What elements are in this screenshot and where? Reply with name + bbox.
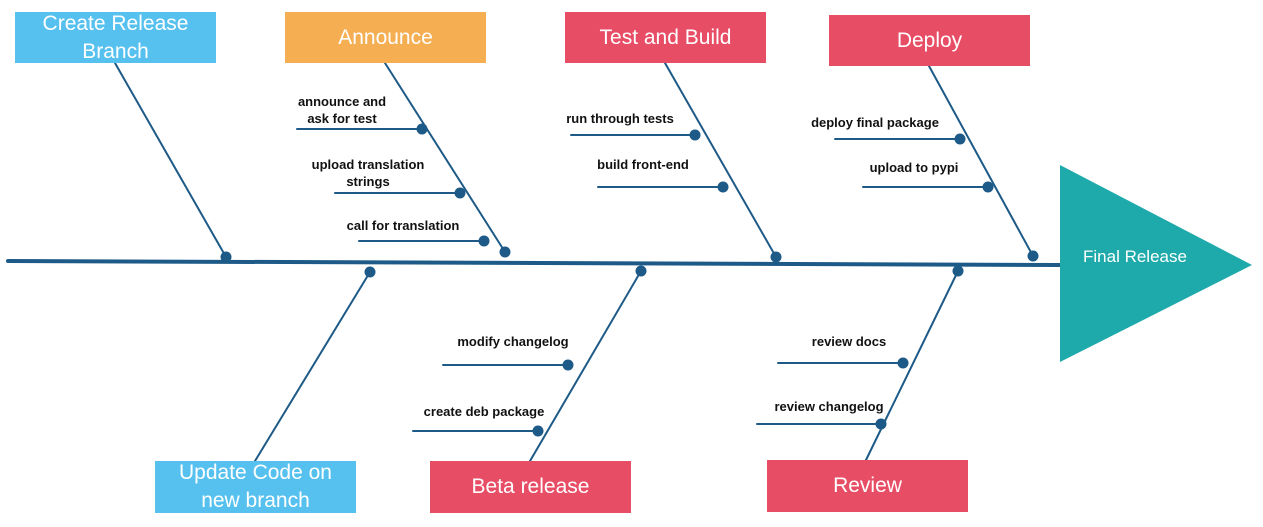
sub-dot-run-through-tests <box>689 129 701 141</box>
bone-dot-review <box>952 265 964 277</box>
bone-dot-beta-release <box>635 265 647 277</box>
bone-update-code <box>254 271 371 462</box>
cause-call-for-translation: call for translation <box>346 218 460 233</box>
cause-modify-changelog: modify changelog <box>457 334 569 349</box>
bone-review <box>865 270 959 461</box>
bone-dot-announce <box>499 246 511 258</box>
head-label: Final Release <box>1083 247 1187 266</box>
category-update-code: Update Code on new branch <box>155 461 356 513</box>
diagram-dots <box>220 123 1039 437</box>
cause-create-deb-package: create deb package <box>423 404 545 419</box>
category-announce: Announce <box>285 12 486 63</box>
sub-dot-upload-to-pypi <box>982 181 994 193</box>
sub-dot-announce-and-ask-for-test <box>416 123 428 135</box>
bone-test-and-build <box>664 62 777 258</box>
cause-announce-and-ask-for-test: announce and ask for test <box>297 94 387 126</box>
category-test-and-build: Test and Build <box>565 12 766 63</box>
sub-dot-review-changelog <box>875 418 887 430</box>
sub-dot-deploy-final-package <box>954 133 966 145</box>
bone-create-release-branch <box>114 62 227 258</box>
sub-dot-review-docs <box>897 357 909 369</box>
cause-deploy-final-package: deploy final package <box>811 115 939 130</box>
sub-dot-upload-translation-strings <box>454 187 466 199</box>
bone-beta-release <box>529 270 642 462</box>
cause-upload-to-pypi: upload to pypi <box>869 160 959 175</box>
bone-dot-deploy <box>1027 250 1039 262</box>
cause-review-docs: review docs <box>811 334 887 349</box>
cause-upload-translation-strings: upload translation strings <box>311 157 425 189</box>
bone-dot-create-release-branch <box>220 251 232 263</box>
spine-line <box>6 259 1062 267</box>
cause-run-through-tests: run through tests <box>566 111 674 126</box>
fish-head <box>1060 165 1252 362</box>
bone-dot-update-code <box>364 266 376 278</box>
sub-dot-call-for-translation <box>478 235 490 247</box>
diagram-lines <box>6 62 1062 462</box>
category-deploy: Deploy <box>829 15 1030 66</box>
cause-build-front-end: build front-end <box>597 157 689 172</box>
category-create-release-branch: Create Release Branch <box>15 12 216 63</box>
bone-announce <box>384 62 506 253</box>
category-beta-release: Beta release <box>430 461 631 513</box>
category-review: Review <box>767 460 968 512</box>
sub-dot-create-deb-package <box>532 425 544 437</box>
bone-deploy <box>928 65 1034 257</box>
sub-dot-build-front-end <box>717 181 729 193</box>
sub-dot-modify-changelog <box>562 359 574 371</box>
cause-review-changelog: review changelog <box>774 399 884 414</box>
bone-dot-test-and-build <box>770 251 782 263</box>
